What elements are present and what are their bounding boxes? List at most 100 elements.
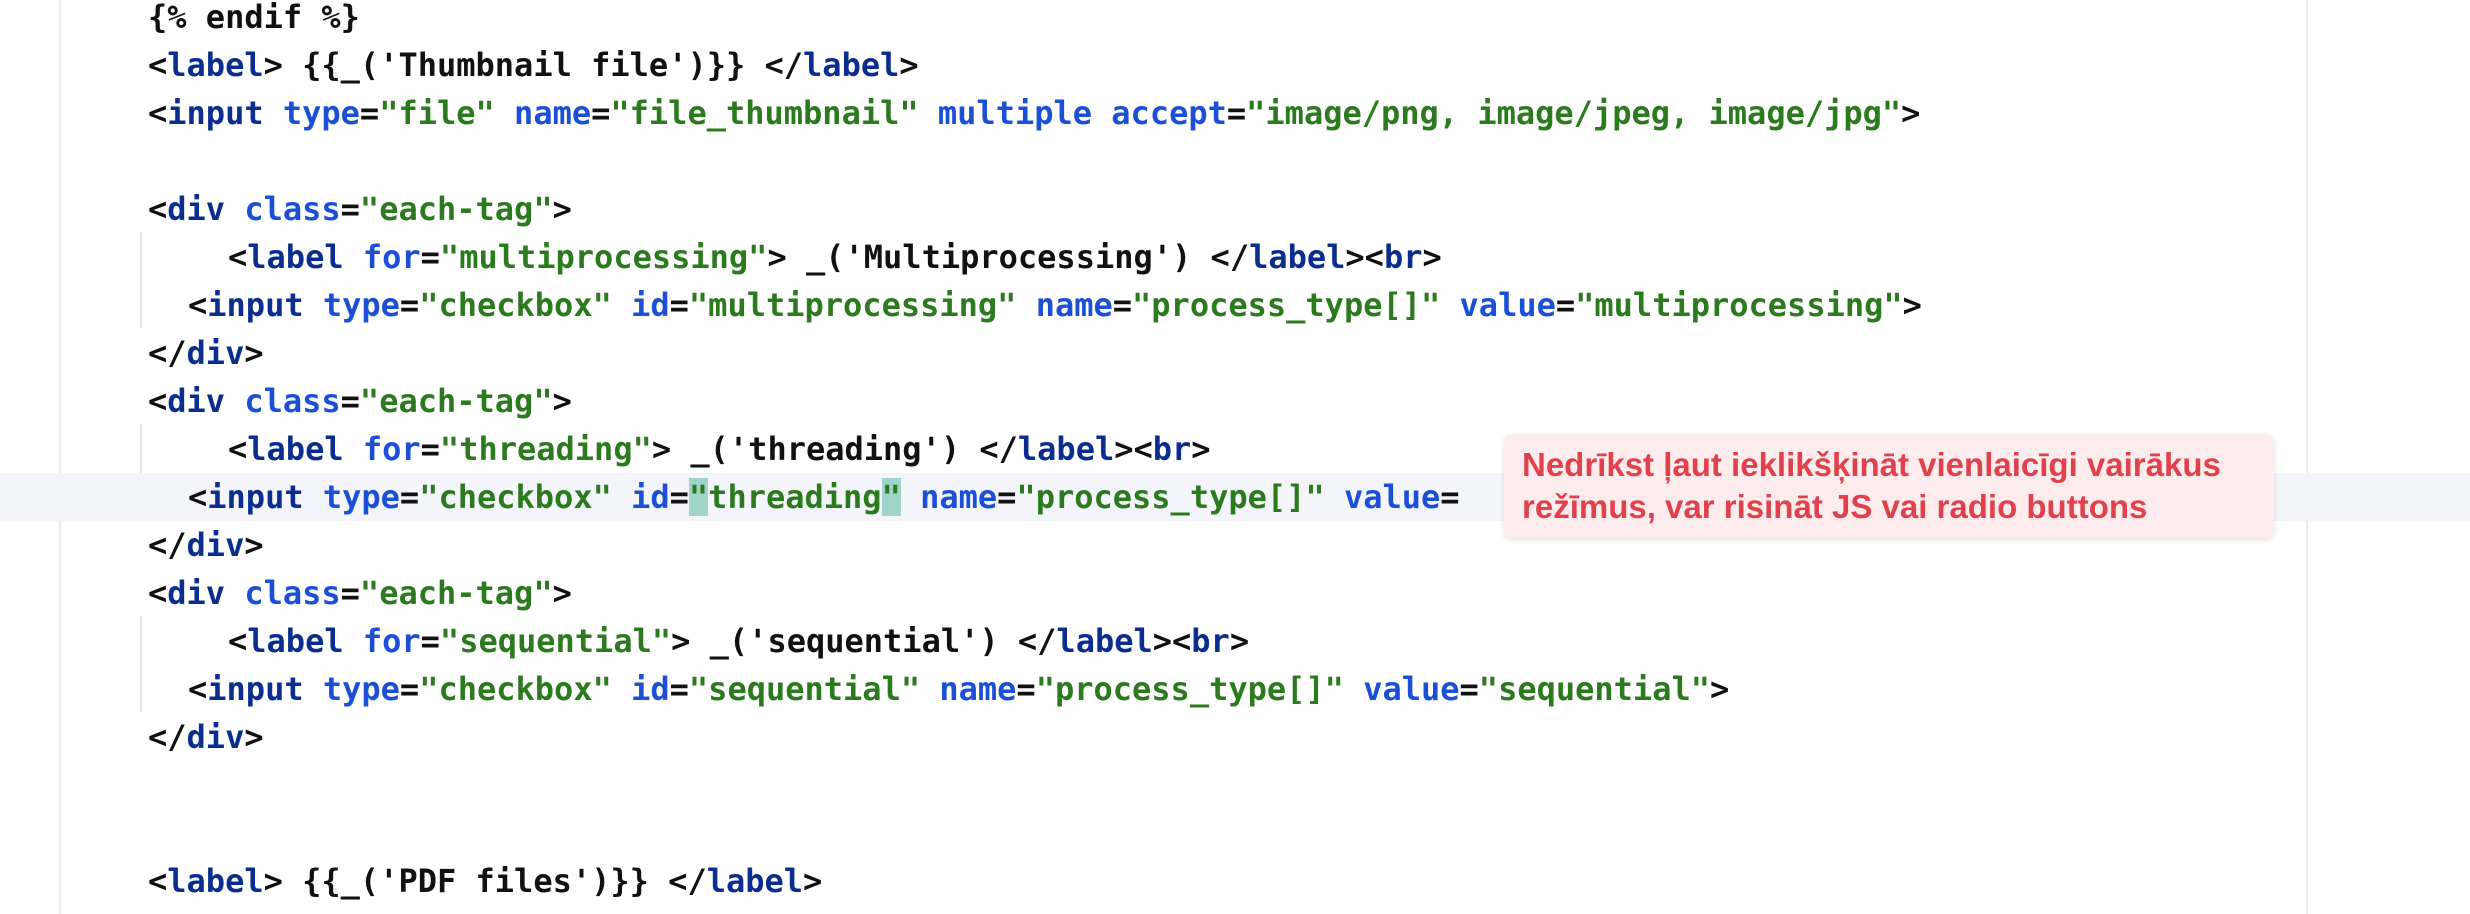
code-line[interactable]: <input type="checkbox" id="sequential" n…: [0, 665, 2470, 713]
code-token: [344, 238, 363, 276]
code-token: threading: [708, 478, 882, 516]
code-token: div: [186, 526, 245, 564]
indent-guide: [140, 232, 142, 328]
code-line-content: {% endif %}: [148, 0, 360, 41]
code-token: =: [669, 478, 689, 516]
code-token: value: [1363, 670, 1460, 708]
code-token: >: [1422, 238, 1442, 276]
code-token: [304, 286, 323, 324]
code-token: name: [1035, 286, 1113, 324]
code-line[interactable]: <div class="each-tag">: [0, 569, 2470, 617]
code-line[interactable]: [0, 809, 2470, 857]
code-token: type: [282, 94, 360, 132]
code-token: [901, 478, 920, 516]
code-token: =: [340, 190, 360, 228]
code-token: =: [399, 478, 420, 516]
code-token: >: [552, 574, 572, 612]
code-token: "multiprocessing": [439, 238, 768, 276]
code-token: label: [247, 622, 344, 660]
editor-left-border: [59, 0, 61, 914]
code-token: =: [420, 430, 440, 468]
code-line[interactable]: [0, 761, 2470, 809]
code-token: value: [1343, 478, 1441, 516]
code-token: "each-tag": [359, 382, 553, 420]
code-token: label: [167, 46, 264, 84]
code-token: > _('threading') </: [651, 430, 1018, 468]
code-line-content: <div class="each-tag">: [148, 569, 572, 617]
code-line[interactable]: <label> {{_('Thumbnail file')}} </label>: [0, 41, 2470, 89]
code-token: <: [148, 382, 168, 420]
code-line-content: <label> {{_('Thumbnail file')}} </label>: [148, 41, 919, 89]
code-line[interactable]: <input type="checkbox" id="multiprocessi…: [0, 281, 2470, 329]
code-token: [919, 94, 938, 132]
code-line-content: </div>: [148, 521, 264, 569]
code-token: label: [1056, 622, 1153, 660]
code-line[interactable]: <label for="sequential"> _('sequential')…: [0, 617, 2470, 665]
code-line[interactable]: <div class="each-tag">: [0, 377, 2470, 425]
code-token: div: [186, 334, 245, 372]
code-line[interactable]: [0, 137, 2470, 185]
code-line[interactable]: {% endif %}: [0, 0, 2470, 41]
code-line[interactable]: </div>: [0, 329, 2470, 377]
code-token: [1440, 286, 1459, 324]
code-token: input: [167, 94, 264, 132]
code-line[interactable]: <label for="multiprocessing"> _('Multipr…: [0, 233, 2470, 281]
code-token: >: [244, 334, 264, 372]
code-line-content: <div class="each-tag">: [148, 377, 572, 425]
code-token: =: [1112, 286, 1133, 324]
code-token: id: [631, 670, 670, 708]
code-token: id: [631, 286, 670, 324]
code-token: [344, 430, 363, 468]
code-token: accept: [1111, 94, 1227, 132]
code-token: >: [803, 862, 823, 900]
review-comment-bubble[interactable]: Nedrīkst ļaut ieklikšķināt vienlaicīgi v…: [1504, 434, 2274, 538]
code-line-content: <input type="checkbox" id="sequential" n…: [188, 665, 1729, 713]
code-token: ><: [1114, 430, 1153, 468]
code-token: ": [881, 478, 901, 516]
code-line-content: <label for="multiprocessing"> _('Multipr…: [228, 233, 1442, 281]
code-line-content: </div>: [148, 329, 264, 377]
code-token: <: [148, 862, 168, 900]
code-token: label: [167, 862, 264, 900]
code-line[interactable]: </div>: [0, 713, 2470, 761]
code-line[interactable]: <input type="file" name="file_thumbnail"…: [0, 89, 2470, 137]
code-token: div: [186, 718, 245, 756]
code-token: [612, 478, 631, 516]
code-token: =: [1555, 286, 1576, 324]
code-token: label: [247, 238, 344, 276]
code-token: =: [1440, 478, 1460, 516]
code-token: for: [362, 238, 421, 276]
code-token: div: [167, 574, 226, 612]
code-token: "sequential": [439, 622, 672, 660]
code-token: </: [148, 718, 187, 756]
code-token: "sequential": [1478, 670, 1710, 708]
code-token: =: [669, 286, 689, 324]
code-line[interactable]: </div>: [0, 521, 2470, 569]
code-token: "file_thumbnail": [610, 94, 919, 132]
code-token: value: [1459, 286, 1556, 324]
code-line[interactable]: <div class="each-tag">: [0, 185, 2470, 233]
code-token: <: [188, 478, 208, 516]
code-token: [225, 382, 244, 420]
code-token: "process_type[]": [1016, 478, 1325, 516]
code-token: </: [148, 334, 187, 372]
code-line-content: <label for="sequential"> _('sequential')…: [228, 617, 1249, 665]
code-token: [304, 478, 323, 516]
code-line[interactable]: <label for="threading"> _('threading') <…: [0, 425, 2470, 473]
code-token: =: [1016, 670, 1036, 708]
code-token: id: [631, 478, 670, 516]
code-token: label: [706, 862, 804, 900]
code-token: input: [207, 478, 304, 516]
code-token: >: [1901, 94, 1921, 132]
code-token: "image/png, image/jpeg, image/jpg": [1246, 94, 1902, 132]
code-token: >: [1229, 622, 1250, 660]
code-line-content: <input type="file" name="file_thumbnail"…: [148, 89, 1920, 137]
code-token: div: [167, 382, 226, 420]
code-token: [1325, 478, 1344, 516]
code-token: name: [939, 670, 1017, 708]
code-line-content: <div class="each-tag">: [148, 185, 572, 233]
code-token: class: [244, 382, 341, 420]
code-token: for: [362, 622, 421, 660]
code-line[interactable]: <label> {{_('PDF files')}} </label>: [0, 857, 2470, 905]
code-token: for: [362, 430, 421, 468]
